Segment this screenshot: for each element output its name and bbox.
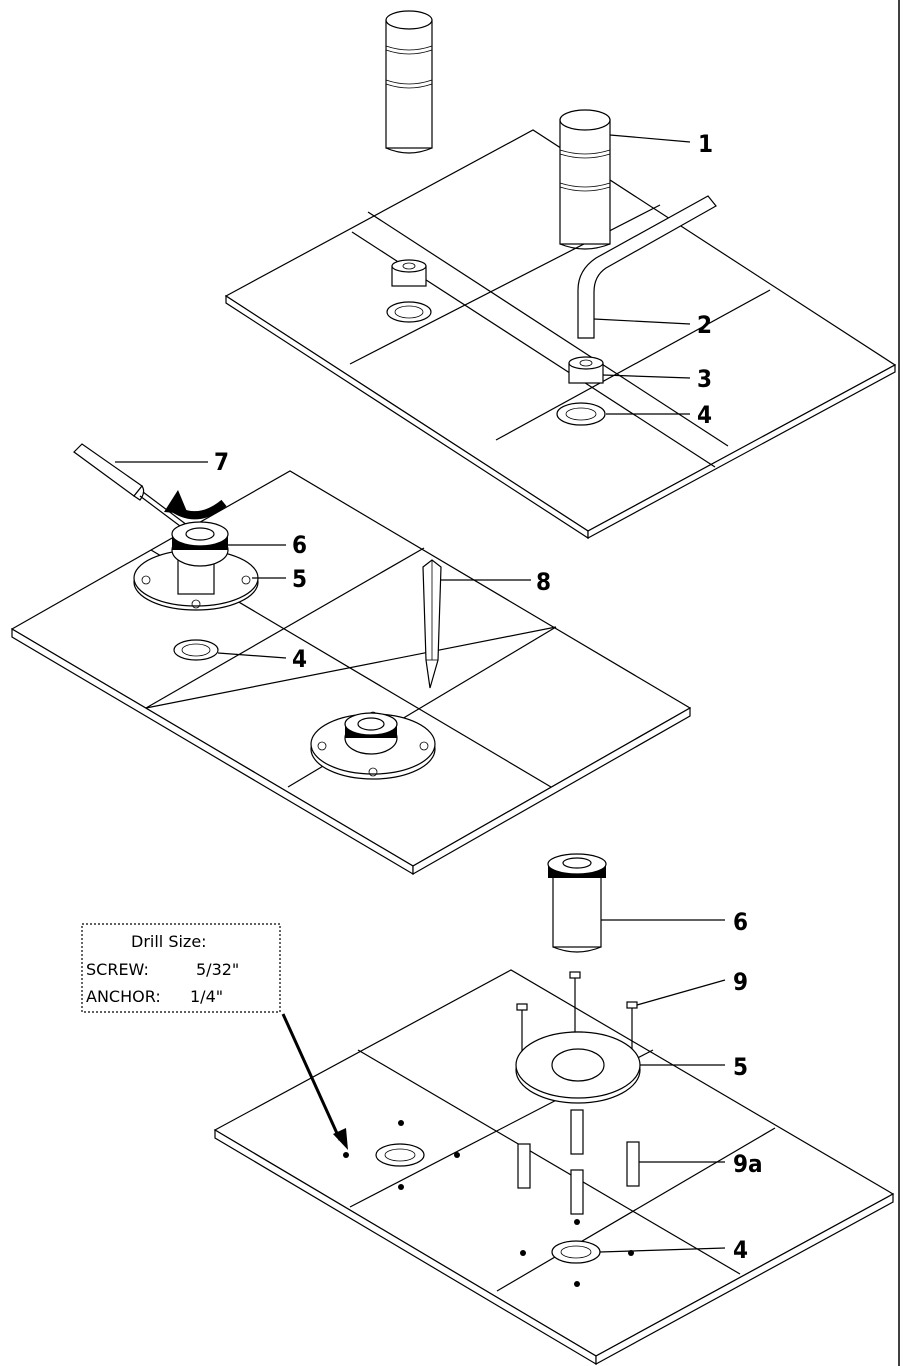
part-5-flange-icon [133, 548, 259, 611]
callout-9: 9 [733, 968, 748, 996]
fitting-left-icon [375, 1143, 425, 1167]
callout-1: 1 [698, 130, 713, 158]
part-8-pencil-icon [422, 559, 442, 689]
drill-note-anchor-value: 1/4" [190, 987, 223, 1006]
callout-9a: 9a [733, 1150, 763, 1178]
callout-7: 7 [214, 448, 229, 476]
callout-6-step3: 6 [733, 908, 748, 936]
callout-4-step2: 4 [292, 645, 307, 673]
part-2-hex-key-icon [577, 195, 717, 339]
flange-installed-icon [310, 711, 436, 780]
callout-2: 2 [697, 311, 712, 339]
part-6-cartridge-icon [547, 853, 607, 953]
part-4-fitting-icon-step3 [551, 1240, 601, 1264]
plug-left-icon [386, 259, 432, 323]
fitting-4-icon [173, 639, 219, 661]
step-3-panel: Drill Size: SCREW: 5/32" ANCHOR: 1/4" 6 … [81, 853, 895, 1366]
step-2-panel: 7 6 5 8 4 [10, 443, 692, 876]
drill-size-note: Drill Size: SCREW: 5/32" ANCHOR: 1/4" [81, 923, 281, 1013]
drill-note-anchor-label: ANCHOR: [86, 987, 161, 1006]
callout-8: 8 [536, 568, 551, 596]
callout-6-step2: 6 [292, 531, 307, 559]
part-6-nut-icon [171, 521, 229, 567]
callout-3: 3 [697, 365, 712, 393]
cartridge-cylinder-icon [385, 10, 433, 154]
step-1-panel: 1 2 3 4 [224, 10, 897, 540]
part-5-flange-icon-step3 [515, 1031, 641, 1104]
part-3-plug-icon [568, 356, 604, 384]
drill-note-title: Drill Size: [131, 932, 207, 951]
part-9a-anchors-icon [517, 1109, 640, 1215]
rotate-arrow-icon [164, 490, 227, 520]
callout-5-step3: 5 [733, 1053, 748, 1081]
callout-4-step3: 4 [733, 1236, 748, 1264]
callout-4-step1: 4 [697, 401, 712, 429]
drill-note-screw-value: 5/32" [196, 960, 239, 979]
drill-pointer-arrow-icon [281, 1013, 348, 1150]
part-1-cartridge-icon [559, 109, 611, 250]
part-4-fitting-icon [556, 402, 606, 426]
drill-note-screw-label: SCREW: [86, 960, 149, 979]
callout-5-step2: 5 [292, 565, 307, 593]
